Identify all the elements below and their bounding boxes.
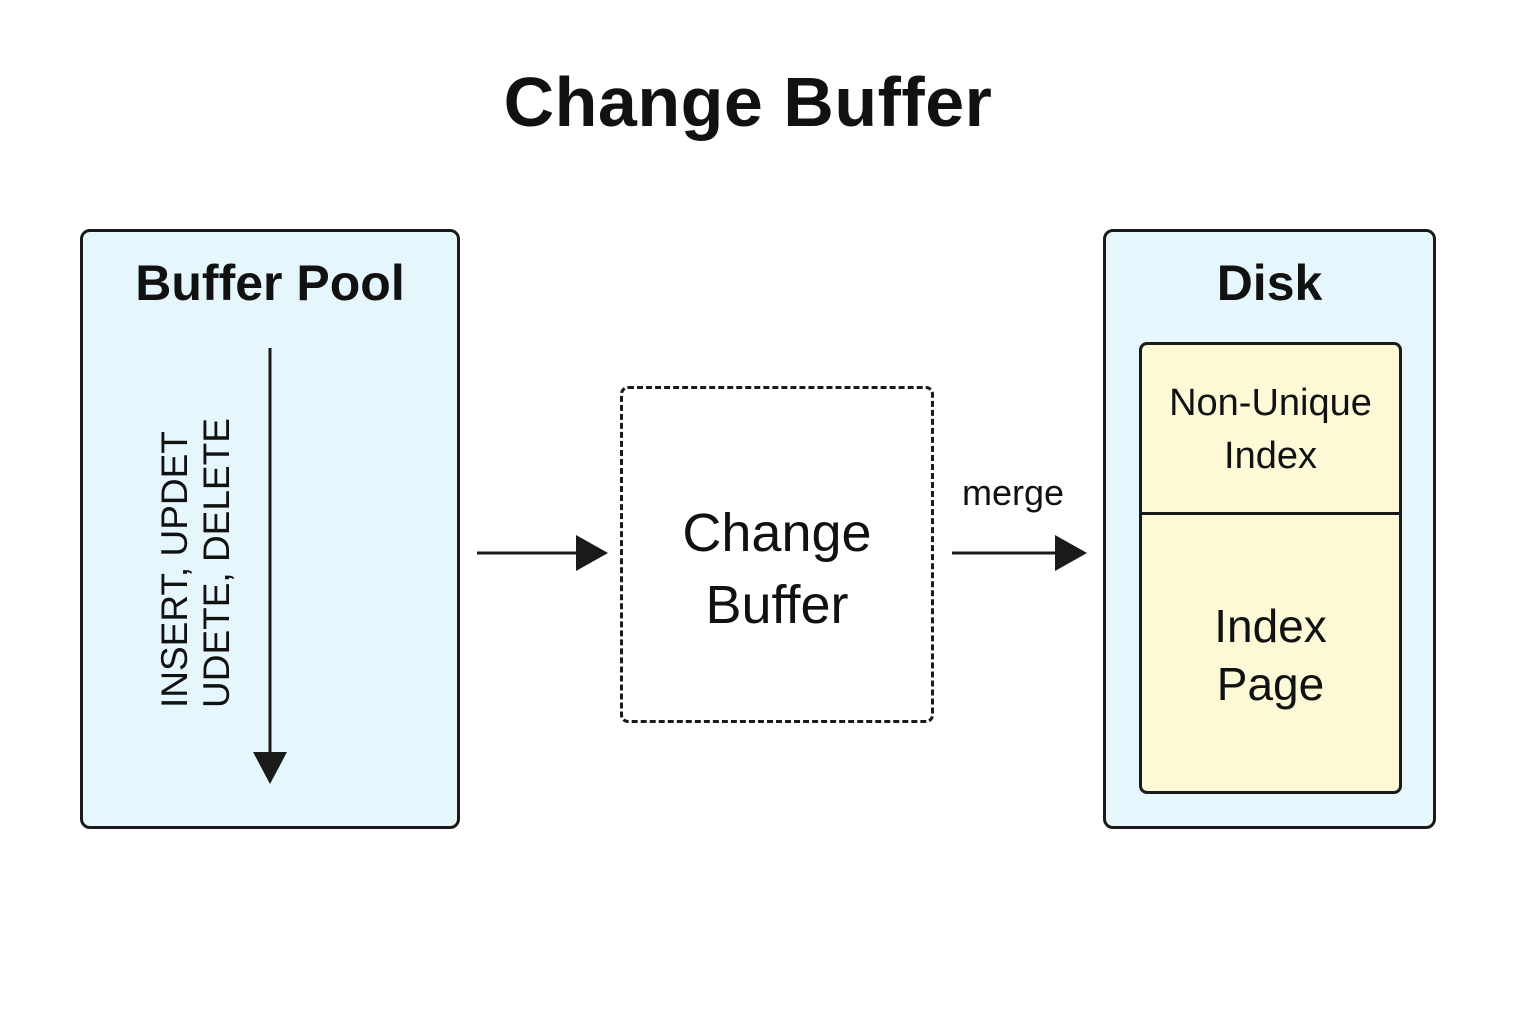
index-page-cell: Index Page xyxy=(1214,600,1327,710)
change-buffer-label: Change Buffer xyxy=(682,503,872,635)
diagram-title: Change Buffer xyxy=(503,63,993,141)
merge-arrow xyxy=(952,535,1087,571)
buffer-pool-title: Buffer Pool xyxy=(135,255,405,311)
change-buffer-box: Change Buffer xyxy=(620,386,934,723)
merge-label: merge xyxy=(962,472,1065,513)
non-unique-index-cell: Non-Unique Index xyxy=(1142,345,1399,515)
down-arrow xyxy=(253,348,287,784)
index-stack: Non-Unique Index Index Page xyxy=(1139,342,1402,794)
disk-title: Disk xyxy=(1216,255,1323,311)
to-change-buffer-arrow xyxy=(477,535,608,571)
